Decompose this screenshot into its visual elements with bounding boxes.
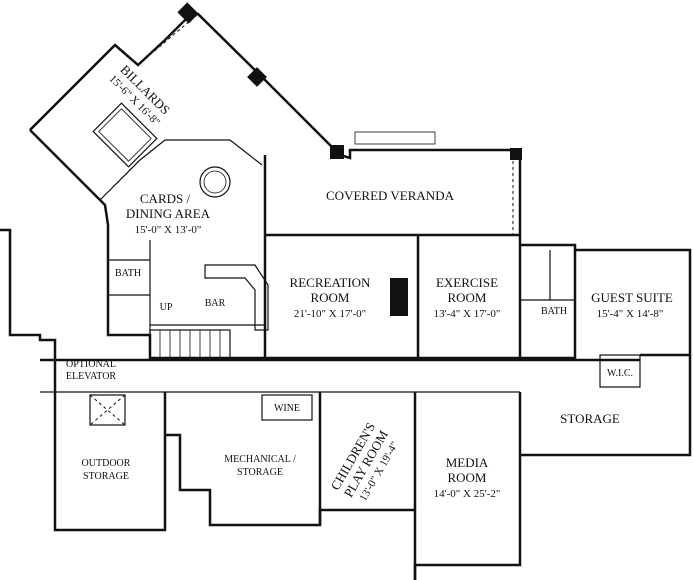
bar-name: BAR: [205, 298, 226, 309]
mechanical-name-1: MECHANICAL /: [224, 454, 296, 465]
billiard-table: [92, 102, 158, 168]
dining-table: [199, 166, 231, 198]
mechanical-name-2: STORAGE: [237, 467, 283, 478]
recreation-name-2: ROOM: [310, 290, 349, 305]
outdoor-name-2: STORAGE: [83, 471, 129, 482]
bath-right-name: BATH: [541, 306, 567, 317]
walls: [0, 12, 692, 580]
recreation-dim: 21'-10" X 17'-0": [294, 308, 366, 320]
wine-name: WINE: [274, 403, 300, 414]
stairs: [149, 329, 231, 359]
exercise-name-1: EXERCISE: [436, 275, 498, 290]
cards-name-1: CARDS /: [140, 191, 191, 206]
cards-name-2: DINING AREA: [126, 206, 211, 221]
wic-name: W.I.C.: [607, 368, 633, 379]
exercise-name-2: ROOM: [447, 290, 486, 305]
elevator-name-2: ELEVATOR: [66, 371, 117, 382]
media-dim: 14'-0" X 25'-2": [434, 488, 501, 500]
room-labels: BILLARDS 15'-6" X 16'-8" CARDS / DINING …: [66, 62, 673, 503]
storage-name: STORAGE: [560, 411, 620, 426]
exercise-dim: 13'-4" X 17'-0": [434, 308, 501, 320]
outdoor-name-1: OUTDOOR: [82, 458, 131, 469]
guest-dim: 15'-4" X 14'-8": [597, 308, 664, 320]
bath-left-name: BATH: [115, 268, 141, 279]
media-name-1: MEDIA: [446, 455, 489, 470]
veranda-name: COVERED VERANDA: [326, 188, 455, 203]
stairs-up: UP: [160, 302, 173, 313]
elevator-name-1: OPTIONAL: [66, 359, 116, 370]
cards-dim: 15'-0" X 13'-0": [135, 224, 202, 236]
media-name-2: ROOM: [447, 470, 486, 485]
guest-name: GUEST SUITE: [591, 290, 673, 305]
recreation-name-1: RECREATION: [290, 275, 372, 290]
columns: [177, 2, 522, 316]
